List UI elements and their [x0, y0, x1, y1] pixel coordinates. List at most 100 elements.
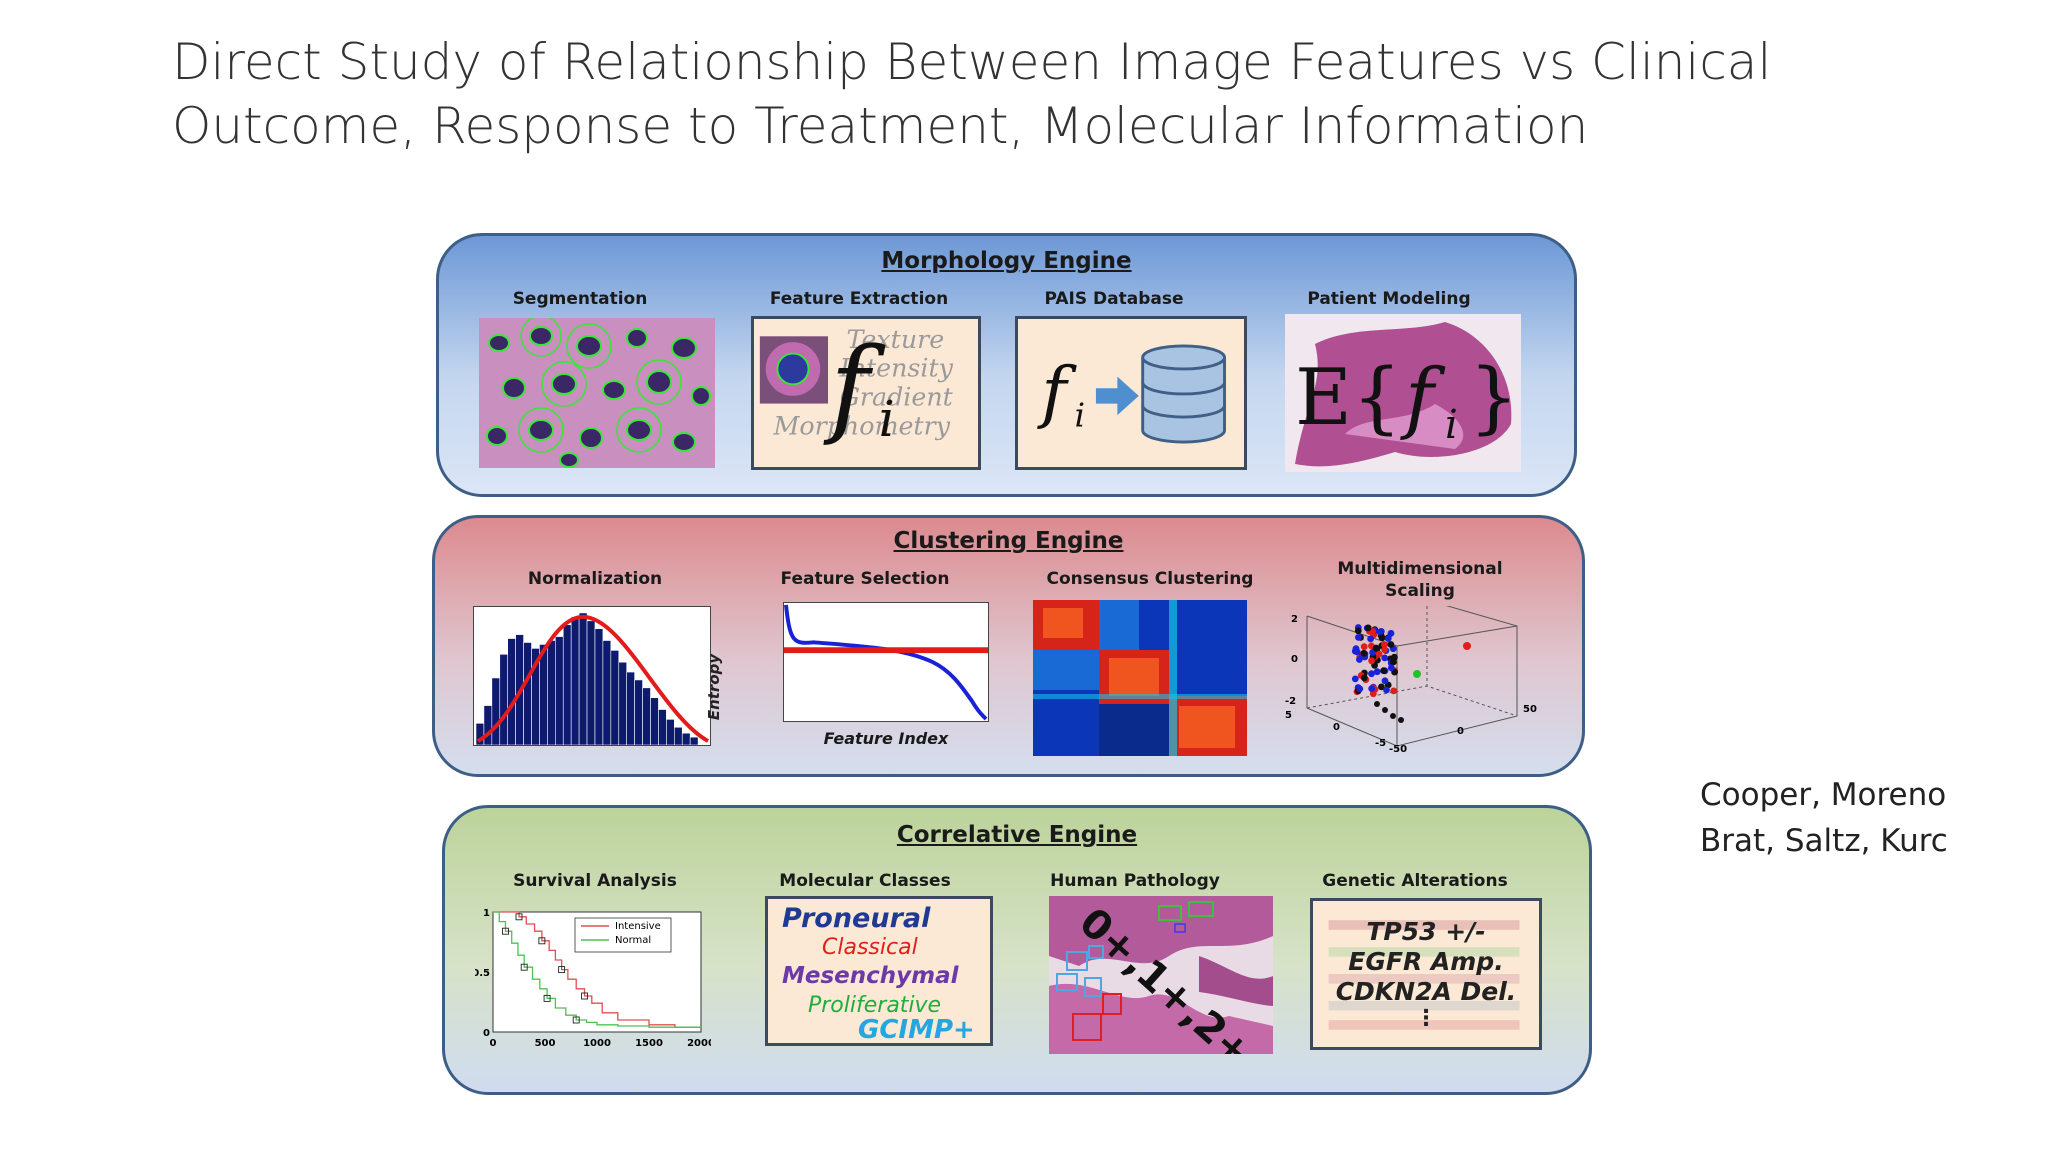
svg-text:}: }	[1469, 353, 1519, 443]
morphology-engine-panel: Morphology Engine Segmentation Feature E…	[436, 233, 1577, 497]
mds-point	[1380, 667, 1388, 675]
mds-point	[1387, 641, 1395, 648]
survival-xtick: 1500	[635, 1038, 663, 1049]
mds-point	[1360, 674, 1368, 682]
mds-point	[1384, 635, 1392, 642]
feature-word-intensity: Intensity	[839, 354, 954, 383]
feature-word-gradient: Gradient	[840, 383, 954, 412]
clustering-engine-panel: Clustering Engine Normalization Feature …	[432, 515, 1585, 777]
normalization-label: Normalization	[527, 569, 663, 589]
credits-line-2: Brat, Saltz, Kurc	[1700, 823, 1948, 859]
patient-modeling-image: E{ f i }	[1285, 314, 1521, 472]
human-pathology-image: 0+,1+,2+	[1049, 896, 1273, 1054]
mds-point	[1390, 713, 1396, 719]
feature-extraction-label: Feature Extraction	[769, 289, 949, 309]
mds-scatter-plot: 2 0 -2 5 0 -5 -50 0 50	[1277, 606, 1541, 754]
molecular-class-classical: Classical	[822, 935, 918, 960]
survival-censor-mark	[520, 963, 528, 971]
entropy-axis-label: Entropy	[705, 653, 723, 721]
mds-point	[1387, 629, 1395, 637]
patient-modeling-label: Patient Modeling	[1307, 289, 1471, 309]
mds-tick-x-mid: 0	[1333, 722, 1340, 733]
survival-xtick: 1000	[583, 1038, 611, 1049]
arrow-right-icon	[1095, 376, 1139, 416]
mds-tick-z-bottom: -2	[1285, 696, 1296, 707]
molecular-class-proliferative: Proliferative	[808, 993, 942, 1018]
normalization-histogram	[473, 606, 711, 746]
clustering-engine-title: Clustering Engine	[893, 528, 1124, 554]
mds-point	[1390, 658, 1397, 666]
mds-point	[1367, 635, 1374, 643]
database-icon	[1141, 344, 1226, 444]
survival-censor-mark	[572, 1016, 580, 1024]
survival-series-normal	[493, 911, 701, 1028]
survival-censor-mark	[502, 927, 509, 935]
mds-tick-y-mid: 0	[1457, 726, 1464, 737]
consensus-clustering-heatmap	[1033, 600, 1247, 756]
multidimensional-scaling-label: Multidimensional Scaling	[1337, 559, 1503, 601]
mds-point	[1398, 717, 1404, 723]
genetic-alterations-box: TP53 +/- EGFR Amp. CDKN2A Del. ⋮	[1310, 898, 1542, 1050]
feature-extraction-image: Texture Intensity Gradient Morphometry f…	[751, 316, 981, 470]
mds-point	[1356, 656, 1363, 663]
mds-point	[1463, 642, 1471, 650]
survival-xtick: 0	[490, 1038, 497, 1049]
molecular-classes-box: Proneural Classical Mesenchymal Prolifer…	[765, 896, 993, 1046]
pais-database-label: PAIS Database	[1044, 289, 1184, 309]
svg-text:i: i	[879, 390, 895, 449]
mds-point	[1369, 690, 1377, 698]
mds-point	[1356, 685, 1364, 693]
mds-point	[1381, 641, 1388, 649]
mds-point	[1383, 686, 1390, 694]
svg-text:E{: E{	[1295, 353, 1402, 443]
mds-point	[1355, 634, 1362, 641]
pais-database-image: f i	[1015, 316, 1247, 470]
molecular-class-proneural: Proneural	[782, 903, 931, 934]
mds-point	[1360, 643, 1368, 651]
mds-point	[1381, 646, 1388, 653]
svg-text:i: i	[1075, 396, 1086, 435]
survival-analysis-label: Survival Analysis	[513, 871, 677, 891]
mds-tick-z-top: 2	[1291, 614, 1298, 625]
survival-censor-mark	[581, 992, 588, 1000]
mds-tick-y-left: -50	[1389, 744, 1407, 754]
survival-legend-label: Intensive	[615, 921, 661, 932]
genetic-alteration-egfr: EGFR Amp.	[1348, 947, 1504, 976]
consensus-clustering-label: Consensus Clustering	[1046, 569, 1254, 589]
survival-censor-mark	[538, 937, 546, 945]
survival-ytick: 1	[483, 908, 490, 919]
mds-point	[1382, 707, 1388, 713]
mds-point	[1381, 677, 1389, 685]
survival-ytick: 0.5	[475, 968, 490, 979]
mds-tick-x-right: -5	[1375, 738, 1386, 749]
mds-point	[1387, 664, 1395, 672]
mds-point	[1351, 675, 1359, 683]
mds-point	[1376, 628, 1384, 636]
survival-censor-mark	[558, 966, 566, 974]
mds-point	[1413, 670, 1421, 678]
feature-selection-label: Feature Selection	[780, 569, 950, 589]
feature-index-axis-label: Feature Index	[823, 729, 949, 748]
mds-point	[1368, 657, 1375, 665]
mds-point	[1390, 687, 1398, 695]
slide-title: Direct Study of Relationship Between Ima…	[172, 33, 1772, 155]
genetic-alteration-more: ⋮	[1415, 1006, 1437, 1031]
survival-legend	[574, 917, 672, 953]
mds-tick-z-mid: 0	[1291, 654, 1298, 665]
mds-point	[1368, 685, 1376, 692]
feature-selection-plot	[783, 602, 989, 722]
survival-ytick: 0	[483, 1028, 490, 1039]
svg-text:f: f	[1036, 353, 1077, 431]
feature-word-texture: Texture	[847, 325, 945, 354]
morphology-engine-title: Morphology Engine	[881, 248, 1132, 274]
genetic-alterations-label: Genetic Alterations	[1322, 871, 1508, 891]
mds-point	[1378, 634, 1386, 642]
mds-point	[1378, 683, 1385, 691]
mds-point	[1368, 670, 1375, 678]
credits: Cooper, Moreno Brat, Saltz, Kurc	[1700, 772, 2020, 864]
survival-censor-mark	[543, 994, 551, 1002]
credits-line-1: Cooper, Moreno	[1700, 777, 1947, 813]
survival-legend-label: Normal	[615, 935, 651, 946]
